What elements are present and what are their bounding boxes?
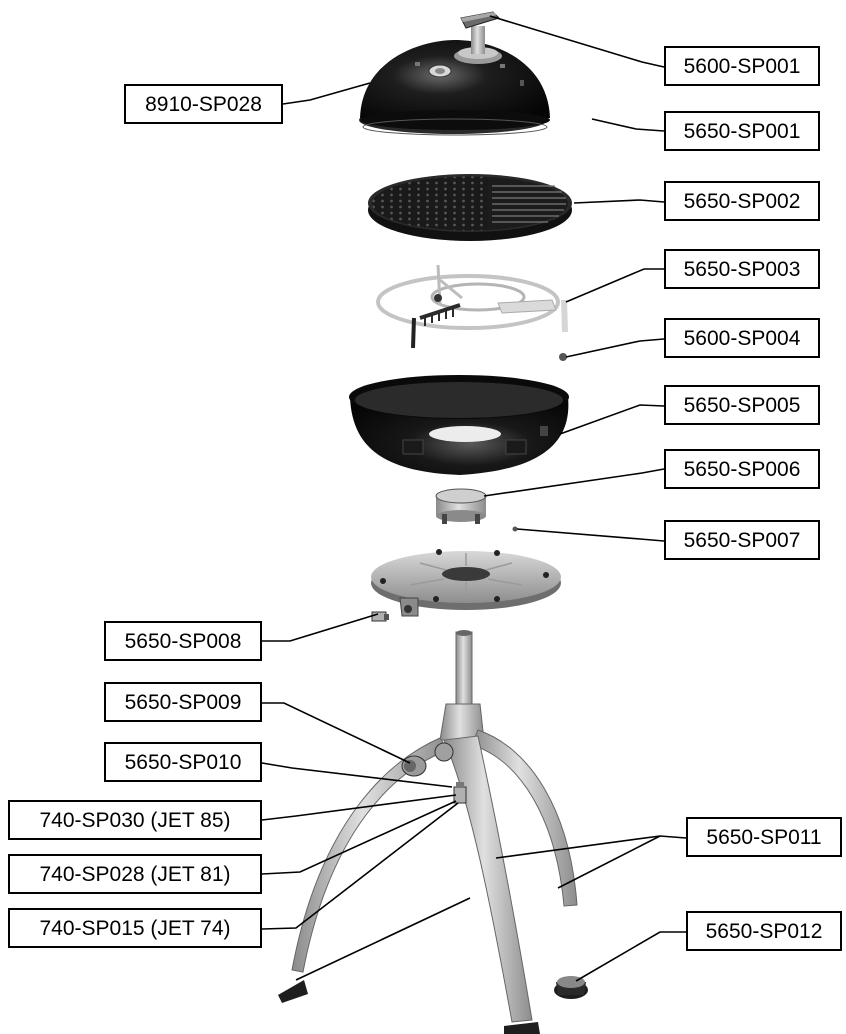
callout-5600-sp001: 5600-SP001 [664, 46, 820, 86]
callout-5650-sp012: 5650-SP012 [686, 911, 842, 951]
callout-740-sp030: 740-SP030 (JET 85) [8, 800, 262, 840]
small-screw [512, 526, 518, 532]
grill-plate [368, 174, 572, 241]
feet [278, 976, 588, 1034]
callout-8910-sp028: 8910-SP028 [124, 84, 283, 124]
lid-handle [460, 11, 500, 54]
callout-5650-sp002: 5650-SP002 [664, 181, 820, 221]
leg-left [291, 737, 449, 973]
callout-740-sp028: 740-SP028 (JET 81) [8, 854, 262, 894]
callout-5650-sp001: 5650-SP001 [664, 111, 820, 151]
gas-connector [371, 611, 389, 622]
callout-740-sp015: 740-SP015 (JET 74) [8, 908, 262, 948]
callout-5600-sp004: 5600-SP004 [664, 318, 820, 358]
callout-5650-sp008: 5650-SP008 [104, 621, 262, 661]
burner-cup [435, 488, 487, 524]
callout-5650-sp007: 5650-SP007 [664, 520, 820, 560]
stand [439, 630, 485, 741]
callout-5650-sp011: 5650-SP011 [686, 817, 842, 857]
callout-5650-sp009: 5650-SP009 [104, 682, 262, 722]
burner-ring [376, 264, 568, 361]
callout-5650-sp006: 5650-SP006 [664, 449, 820, 489]
leader-lines [261, 15, 687, 982]
leg-front [443, 735, 533, 1023]
callout-5650-sp010: 5650-SP010 [104, 742, 262, 782]
fire-bowl [349, 375, 569, 475]
dome-lid [359, 40, 550, 136]
callout-5650-sp003: 5650-SP003 [664, 249, 820, 289]
callout-5650-sp005: 5650-SP005 [664, 385, 820, 425]
base-plate [371, 549, 561, 617]
leg-right [471, 729, 578, 907]
